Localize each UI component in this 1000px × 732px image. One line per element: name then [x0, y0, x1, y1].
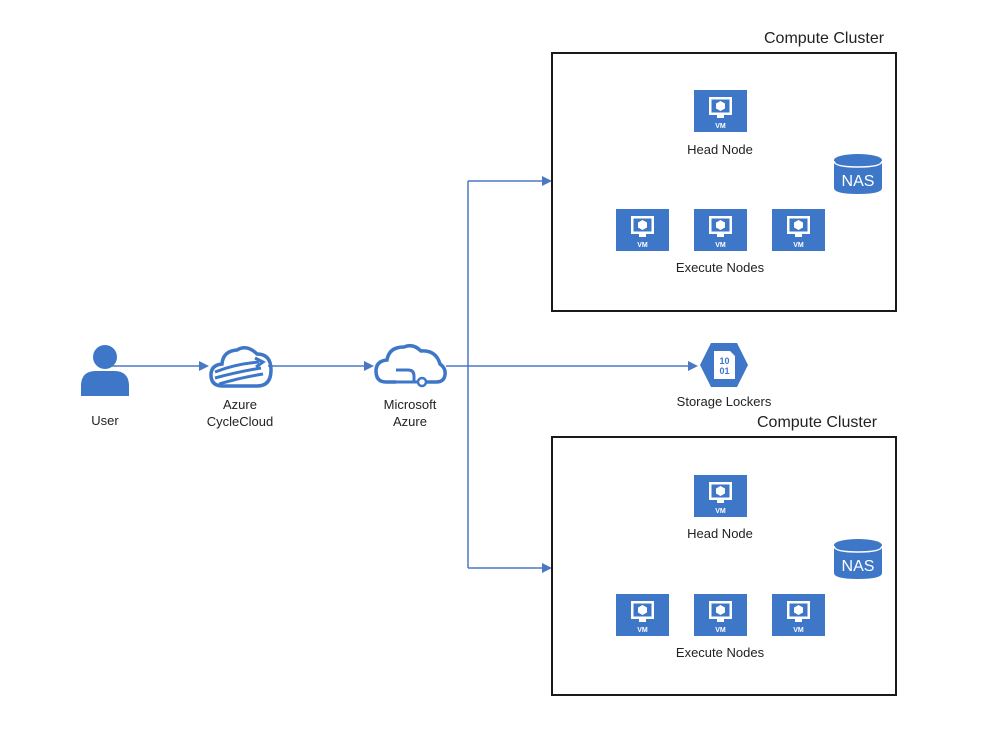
nas-label: NAS — [842, 173, 875, 190]
vm-label: VM — [637, 242, 648, 249]
cluster-2-execute-nodes-label: Execute Nodes — [675, 645, 765, 660]
vm-icon: VM — [616, 594, 669, 636]
cluster-2-head-node-label: Head Node — [687, 526, 753, 541]
vm-icon: VM — [694, 594, 747, 636]
vm-label: VM — [715, 508, 726, 515]
cyclecloud-label: Azure CycleCloud — [195, 396, 285, 430]
storage-glyph-line1: 10 — [719, 356, 729, 366]
cluster-2-title: Compute Cluster — [757, 414, 878, 431]
nas-database-icon: NAS — [833, 538, 883, 585]
vm-label: VM — [715, 123, 726, 130]
vm-icon: VM — [772, 594, 825, 636]
cyclecloud-label-line2: CycleCloud — [206, 414, 274, 429]
cluster-1-box — [551, 52, 897, 312]
cyclecloud-icon — [209, 342, 273, 395]
azure-label-line1: Microsoft — [383, 397, 437, 412]
vm-label: VM — [793, 627, 804, 634]
vm-label: VM — [793, 242, 804, 249]
vm-icon: VM — [616, 209, 669, 251]
azure-label: Microsoft Azure — [365, 396, 455, 430]
vm-label: VM — [715, 627, 726, 634]
cluster-1-title: Compute Cluster — [764, 30, 885, 47]
vm-label: VM — [637, 627, 648, 634]
cluster-1-head-node-label: Head Node — [687, 142, 753, 157]
storage-locker-icon: 10 01 — [699, 342, 749, 393]
vm-icon: VM — [694, 475, 747, 517]
storage-label: Storage Lockers — [676, 394, 772, 409]
cluster-2-box — [551, 436, 897, 696]
user-label: User — [91, 413, 119, 428]
cluster-1-execute-nodes-label: Execute Nodes — [675, 260, 765, 275]
cyclecloud-label-line1: Azure — [223, 397, 257, 412]
nas-database-icon: NAS — [833, 153, 883, 200]
azure-label-line2: Azure — [393, 414, 427, 429]
vm-icon: VM — [694, 209, 747, 251]
person-icon — [80, 344, 130, 401]
vm-icon: VM — [772, 209, 825, 251]
storage-glyph-line2: 01 — [719, 366, 729, 376]
azure-cloud-icon — [374, 342, 448, 393]
vm-icon: VM — [694, 90, 747, 132]
vm-label: VM — [715, 242, 726, 249]
nas-label: NAS — [842, 558, 875, 575]
